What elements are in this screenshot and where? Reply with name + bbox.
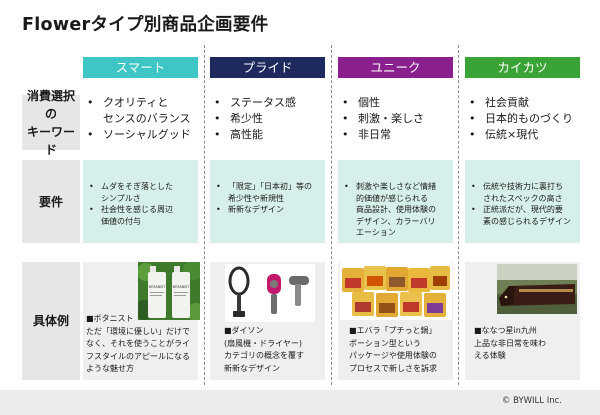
row-label-examples: 具体例 xyxy=(22,262,80,380)
row-label-requirements-text: 要件 xyxy=(38,194,63,209)
bottle-label: BOTANIST xyxy=(149,285,167,289)
column-divider xyxy=(331,45,332,385)
keyword-item: 伝統×現代 xyxy=(465,127,573,143)
nanatsuboshi-train-image xyxy=(497,264,577,314)
column-divider xyxy=(204,45,205,385)
bottle-label: BOTANIST xyxy=(173,285,191,289)
keywords-smart: クオリティと センスのバランス ソーシャルグッド xyxy=(83,95,191,143)
requirement-item: 社会性を感じる周辺 価値の付与 xyxy=(88,204,194,227)
keyword-item: 日本的ものづくり xyxy=(465,111,573,127)
example-text-unique: ■エバラ「プチっと鍋」 ポーション型という パッケージや使用体験の プロセスで新… xyxy=(349,326,437,373)
row-label-keywords: 消費選択の キーワード xyxy=(22,89,80,157)
example-text-pride: ■ダイソン (扇風機・ドライヤー) カテゴリの概念を覆す 新新なデザイン xyxy=(224,326,304,373)
keyword-item: 希少性 xyxy=(210,111,296,127)
requirement-item: ムダをそぎ落とした シンプルさ xyxy=(88,181,194,204)
keyword-item: 社会貢献 xyxy=(465,95,573,111)
botanist-bottles-image: BOTANIST BOTANIST xyxy=(138,262,200,320)
column-header-smart: スマート xyxy=(83,57,198,78)
requirements-kaikatsu: 伝統や技術力に裏打ち されたスペックの高さ 正統派だが、現代的要 素の感じられる… xyxy=(465,160,580,243)
requirements-smart: ムダをそぎ落とした シンプルさ 社会性を感じる周辺 価値の付与 xyxy=(83,160,198,243)
requirements-unique: 刺激や楽しさなど情緒 的価値が感じられる 商品設計、使用体験の デザイン、カラー… xyxy=(338,160,453,243)
column-header-pride: プライド xyxy=(210,57,325,78)
keyword-item: ソーシャルグッド xyxy=(83,127,191,143)
keyword-item: ステータス感 xyxy=(210,95,296,111)
page-title: Flowerタイプ別商品企画要件 xyxy=(22,15,269,35)
requirement-item: 新新なデザイン xyxy=(215,204,321,216)
keyword-item: 高性能 xyxy=(210,127,296,143)
copyright-text: © BYWILL Inc. xyxy=(501,396,562,406)
requirement-item: 「限定」「日本初」等の 希少性や新規性 xyxy=(215,181,321,204)
example-text-kaikatsu: ■ななつ星in九州 上品な非日常を味わ える体験 xyxy=(474,326,546,360)
requirement-item: 伝統や技術力に裏打ち されたスペックの高さ xyxy=(470,181,576,204)
example-text-smart: ■ボタニスト ただ「環境に優しい」だけで なく、それを使うことがライ フスタイル… xyxy=(86,314,190,373)
keywords-unique: 個性 刺激・楽しさ 非日常 xyxy=(338,95,424,143)
row-label-keywords-text: 消費選択の キーワード xyxy=(26,88,75,157)
requirement-item: 刺激や楽しさなど情緒 的価値が感じられる 商品設計、使用体験の デザイン、カラー… xyxy=(343,181,449,239)
keywords-kaikatsu: 社会貢献 日本的ものづくり 伝統×現代 xyxy=(465,95,573,143)
dyson-products-image xyxy=(225,264,315,322)
column-header-unique: ユニーク xyxy=(338,57,453,78)
requirement-item: 正統派だが、現代的要 素の感じられるデザイン xyxy=(470,204,576,227)
keyword-item: 個性 xyxy=(338,95,424,111)
ebara-packages-image xyxy=(340,262,452,320)
keywords-pride: ステータス感 希少性 高性能 xyxy=(210,95,296,143)
footer-bar: © BYWILL Inc. xyxy=(0,390,600,415)
keyword-item: 刺激・楽しさ xyxy=(338,111,424,127)
requirements-pride: 「限定」「日本初」等の 希少性や新規性 新新なデザイン xyxy=(210,160,325,243)
keyword-item: 非日常 xyxy=(338,127,424,143)
column-header-kaikatsu: カイカツ xyxy=(465,57,580,78)
keyword-item: クオリティと センスのバランス xyxy=(83,95,191,127)
row-label-examples-text: 具体例 xyxy=(32,314,69,328)
row-label-requirements: 要件 xyxy=(22,160,80,243)
column-divider xyxy=(458,45,459,385)
